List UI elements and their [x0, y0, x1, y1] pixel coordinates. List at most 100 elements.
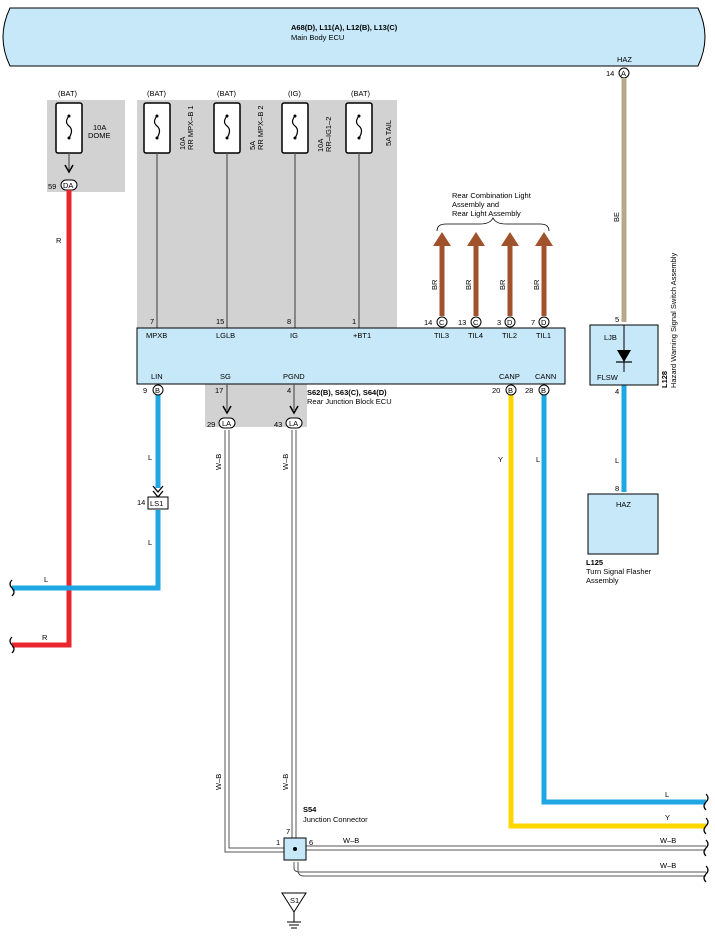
wire-red	[12, 190, 72, 648]
la-connectors: 29 LA 43 LA	[207, 417, 303, 429]
pin-conn: B	[155, 386, 160, 395]
wire-label-wb: W–B	[660, 861, 676, 870]
wire-label-br: BR	[464, 279, 473, 290]
main-ecu-haz-pin: 14 A	[606, 67, 630, 79]
pin-no: 7	[531, 318, 535, 327]
hazard-code: L128	[660, 371, 669, 388]
pin-label: LIN	[151, 372, 163, 381]
main-ecu-haz-pin-no: 14	[606, 69, 614, 78]
pin-label: CANP	[499, 372, 520, 381]
wire-label-l: L	[148, 453, 152, 462]
wire-wb-group	[224, 430, 706, 877]
fuse-rr-ig1-2: (IG) 10A RR–IG1–2	[281, 89, 333, 154]
fuse-name: RR MPX–B 2	[256, 105, 265, 150]
wire-label-l: L	[665, 790, 669, 799]
pin-conn: C	[473, 318, 479, 327]
wire-label-br: BR	[532, 279, 541, 290]
junction-pin-left: 1	[276, 838, 280, 847]
fuse-source: (BAT)	[217, 89, 237, 98]
main-ecu-codes: A68(D), L11(A), L12(B), L13(C)	[291, 23, 398, 32]
ground-conn: LA	[289, 419, 298, 428]
main-ecu-name: Main Body ECU	[291, 33, 344, 42]
rear-light-arrows	[433, 232, 553, 246]
pin-label: TIL3	[434, 331, 449, 340]
main-body-ecu: A68(D), L11(A), L12(B), L13(C) Main Body…	[2, 7, 706, 67]
fuse-rr-mpx-b2: (BAT) 5A RR MPX–B 2	[213, 89, 265, 154]
fuse-rating: 10A	[93, 123, 106, 132]
wire-yellow-canp	[508, 393, 706, 829]
pin-label: TIL2	[502, 331, 517, 340]
wire-label-r-end: R	[42, 633, 48, 642]
pin-label: SG	[220, 372, 231, 381]
fuse-name: 5A TAIL	[384, 120, 393, 146]
brown-wire-labels: BR BR BR BR	[430, 279, 541, 290]
ls1-name: LS1	[150, 499, 163, 508]
rear-ecu-name: Rear Junction Block ECU	[307, 397, 392, 406]
pin-conn: B	[508, 386, 513, 395]
hazard-label-top: LJB	[604, 333, 617, 342]
pin-conn: C	[439, 318, 445, 327]
pin-no: 15	[216, 317, 224, 326]
fuse-source: (IG)	[288, 89, 301, 98]
fuse-source: (BAT)	[147, 89, 167, 98]
fuse-dome: (BAT) 10A DOME	[55, 89, 111, 154]
pin-label: TIL1	[536, 331, 551, 340]
pin-no: 13	[458, 318, 466, 327]
main-ecu-haz-conn: A	[621, 69, 626, 78]
wire-label-y: Y	[665, 813, 670, 822]
junction-name: Junction Connector	[303, 815, 368, 824]
flasher-code: L125	[586, 558, 603, 567]
dome-pin-no: 59	[48, 182, 56, 191]
pin-no: 17	[215, 386, 223, 395]
wire-label-r: R	[56, 236, 62, 245]
fuse-rating: 5A	[248, 141, 257, 150]
pin-conn: D	[541, 318, 547, 327]
wire-label-wb: W–B	[281, 774, 290, 790]
fuse-feed-wires	[68, 153, 360, 328]
pin-no: 3	[497, 318, 501, 327]
fuse-rating: 10A	[178, 137, 187, 150]
wire-label-y: Y	[498, 455, 503, 464]
wire-break-marks	[9, 579, 709, 883]
junction-code: S54	[303, 805, 317, 814]
flasher-label: HAZ	[616, 500, 631, 509]
wire-label-wb: W–B	[343, 836, 359, 845]
wire-blue-lin-lower	[12, 510, 161, 591]
hazard-pin-top: 5	[615, 315, 619, 324]
dome-chevron-icon	[64, 164, 74, 174]
pin-no: 14	[424, 318, 432, 327]
wire-label-be: BE	[612, 212, 621, 222]
pin-no: 4	[287, 386, 291, 395]
pin-no: 7	[150, 317, 154, 326]
hazard-name: Hazard Warning Signal Switch Assembly	[669, 253, 678, 388]
junction-pin-top: 7	[286, 827, 290, 836]
fuse-name: RR–IG1–2	[324, 117, 333, 152]
pin-no: 20	[492, 386, 500, 395]
pin-label: PGND	[283, 372, 305, 381]
pin-label: +BT1	[353, 331, 371, 340]
ls1-connector: 14 LS1	[137, 485, 169, 510]
wire-label-l: L	[148, 538, 152, 547]
pin-label: IG	[290, 331, 298, 340]
ground-feed-wires	[226, 384, 295, 410]
pin-conn: B	[541, 386, 546, 395]
ground-pin-no: 29	[207, 420, 215, 429]
rear-ecu-top-pins: 7 MPXB 15 LGLB 8 IG 1 +BT1	[146, 317, 371, 340]
wb-labels: W–B W–B W–B W–B W–B W–B W–B	[214, 454, 676, 870]
pin-no: 9	[143, 386, 147, 395]
pin-label: LGLB	[216, 331, 235, 340]
pin-label: CANN	[535, 372, 556, 381]
junction-pin-right: 6	[309, 838, 313, 847]
hazard-pin-bottom: 4	[615, 387, 619, 396]
pin-no: 8	[287, 317, 291, 326]
fuse-source: (BAT)	[58, 89, 78, 98]
wire-label-l: L	[615, 456, 619, 465]
pin-label: MPXB	[146, 331, 167, 340]
wire-label-wb: W–B	[281, 454, 290, 470]
dome-conn: DA	[63, 181, 73, 190]
